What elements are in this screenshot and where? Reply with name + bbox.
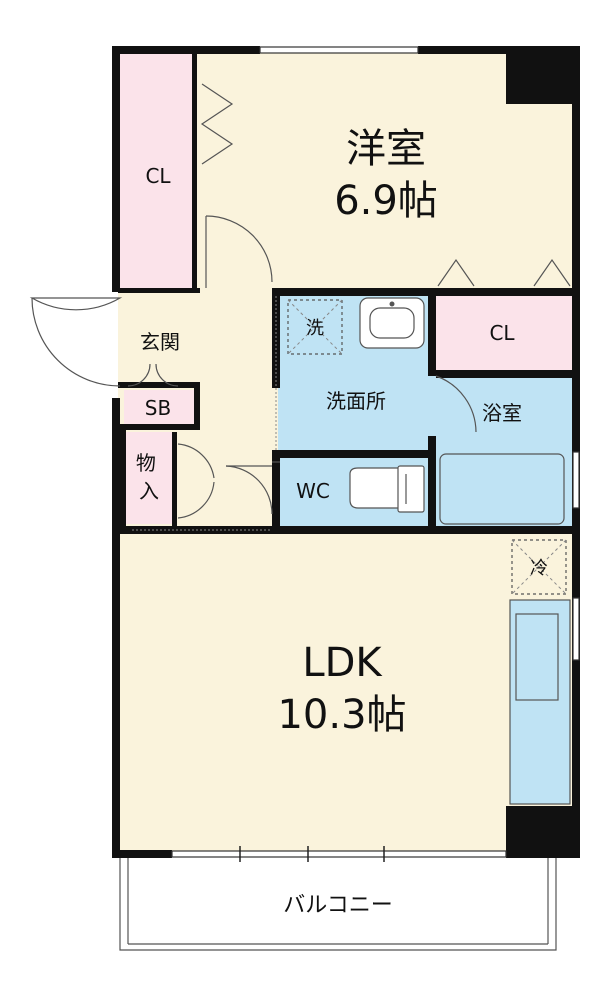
entrance-label: 玄関 xyxy=(140,330,180,354)
storage-label: 物 入 xyxy=(136,451,162,503)
washroom-label: 洗面所 xyxy=(326,389,386,413)
closet-top-floor xyxy=(118,52,196,290)
fridge-label: 冷 xyxy=(530,558,548,579)
western-room-size: 6.9帖 xyxy=(334,178,438,224)
washbasin-icon xyxy=(359,297,425,349)
windows xyxy=(171,46,580,862)
toilet-icon xyxy=(349,465,425,513)
balcony-outline xyxy=(119,856,557,951)
shoe-box-label: SB xyxy=(145,396,171,420)
sink-basin xyxy=(515,613,559,701)
balcony-label: バルコニー xyxy=(283,893,393,918)
closet-top-label: CL xyxy=(145,164,171,188)
fridge-space-icon xyxy=(511,539,567,595)
interior-walls xyxy=(118,54,580,534)
storage-label-line1: 物 xyxy=(136,451,156,475)
ldk-name: LDK xyxy=(302,640,383,686)
door-swings xyxy=(29,83,571,531)
kitchen-counter xyxy=(509,599,571,805)
bathtub-icon xyxy=(439,453,565,525)
storage-floor xyxy=(124,432,174,524)
toilet-label: WC xyxy=(296,479,330,503)
washer-space-icon xyxy=(287,299,343,355)
bathroom-label: 浴室 xyxy=(482,401,522,425)
ldk-size: 10.3帖 xyxy=(277,692,406,738)
closet-mid-label: CL xyxy=(489,321,515,345)
washer-label: 洗 xyxy=(306,318,324,339)
western-room-name: 洋室 xyxy=(346,126,426,172)
shoe-box-floor xyxy=(124,390,194,426)
bathroom-floor xyxy=(432,372,574,526)
closet-mid-floor xyxy=(432,290,574,370)
ldk-floor xyxy=(118,532,574,852)
storage-label-line2: 入 xyxy=(139,479,159,503)
